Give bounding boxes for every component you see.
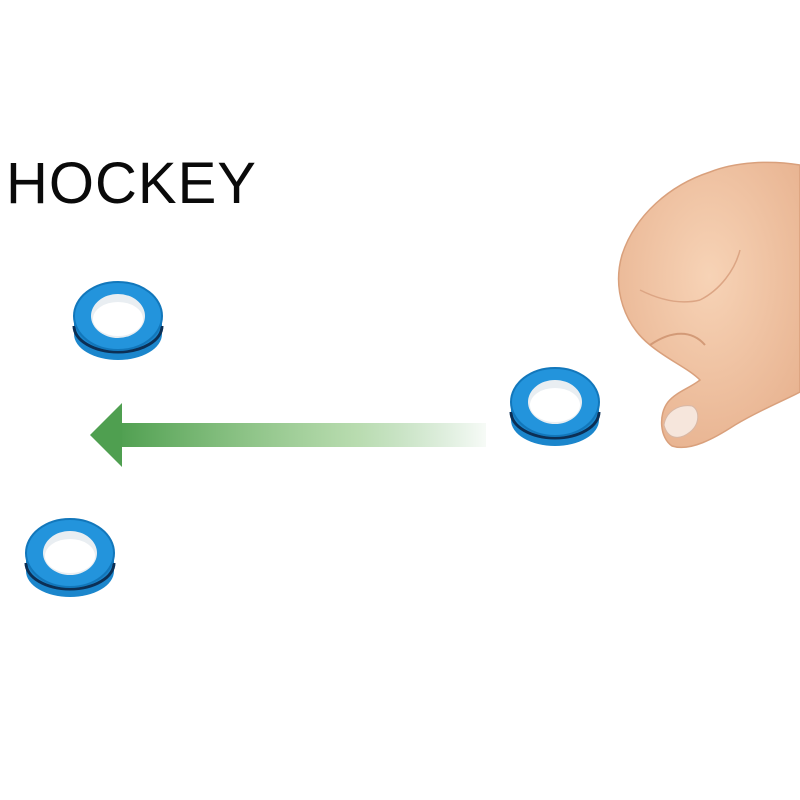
- page-title: HOCKEY: [6, 151, 257, 216]
- magnetic-ring: [509, 366, 601, 448]
- hand-image: [617, 161, 800, 449]
- magnetic-ring: [72, 280, 164, 362]
- arrow-left-icon: [90, 403, 486, 467]
- magnetic-ring: [24, 517, 116, 599]
